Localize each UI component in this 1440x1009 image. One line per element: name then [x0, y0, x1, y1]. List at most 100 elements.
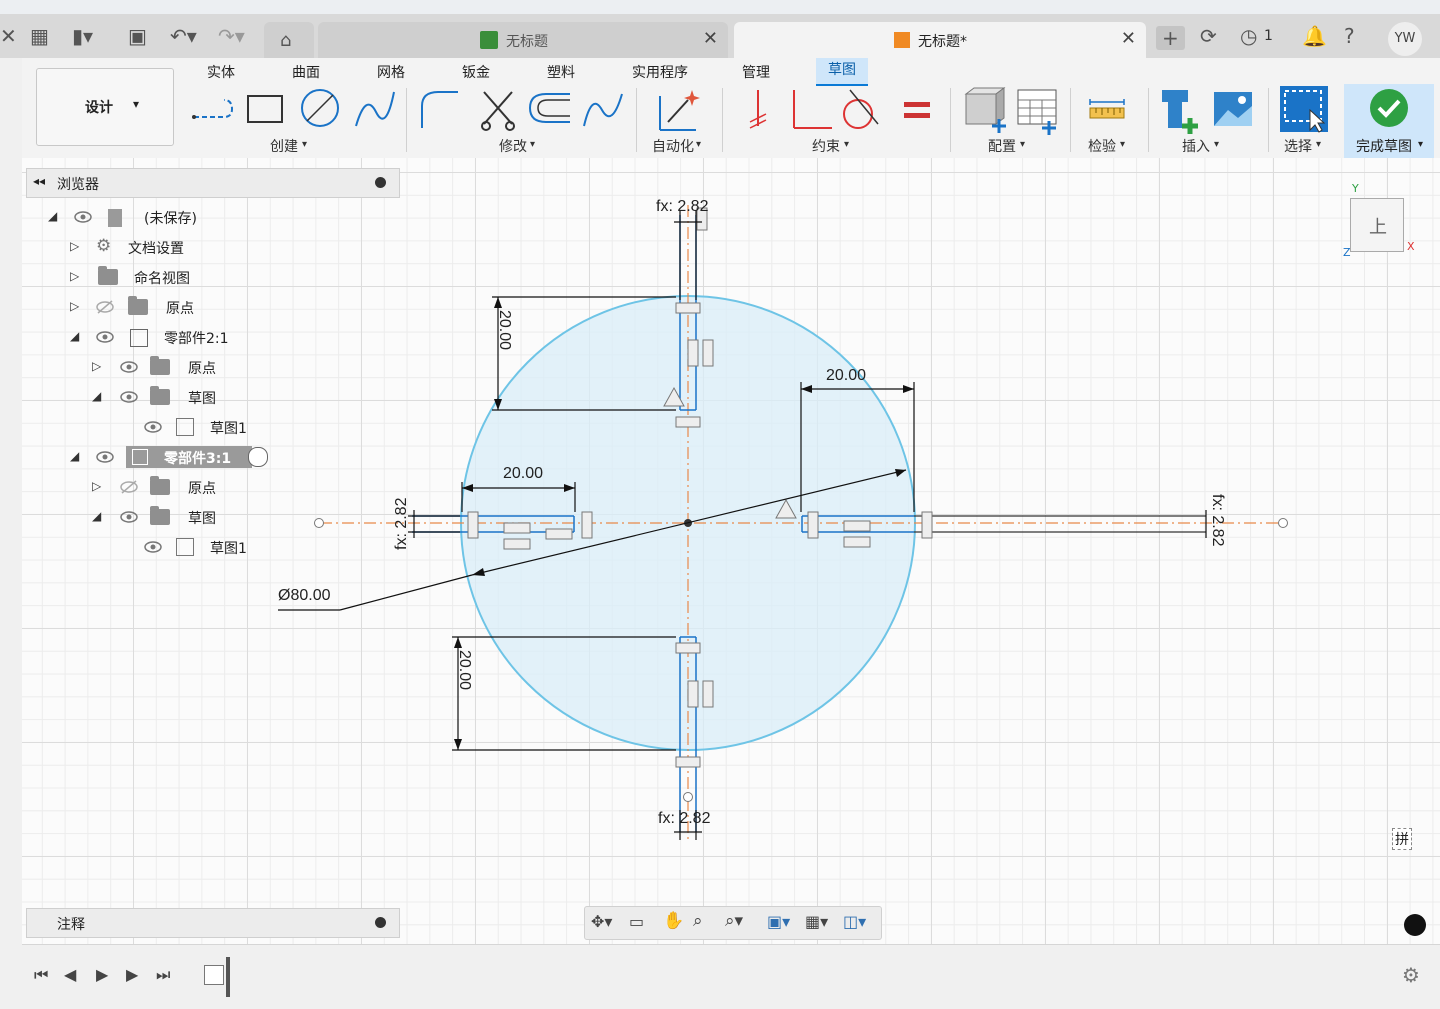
eye-icon[interactable] [96, 328, 114, 346]
look-at-icon[interactable]: ▭ [629, 912, 645, 931]
inspect-group-label[interactable]: 检验 [1088, 139, 1116, 155]
tree-item-component-2[interactable]: ◢ 零部件2:1 [70, 326, 310, 350]
tree-item-component-3[interactable]: ◢ 零部件3:1 [70, 446, 310, 470]
expand-icon[interactable]: ▷ [70, 269, 80, 283]
dimension-text-bottom-fx[interactable]: fx: 2.82 [658, 810, 711, 827]
viewcube[interactable]: 上 [1350, 198, 1404, 252]
eye-icon[interactable] [120, 388, 138, 406]
tab-sheet-metal[interactable]: 钣金 [462, 65, 490, 81]
avatar[interactable]: YW [1388, 22, 1422, 56]
eye-icon[interactable] [144, 418, 162, 436]
help-icon[interactable]: ? [1344, 24, 1355, 48]
dimension-text-diameter[interactable]: Ø80.00 [278, 587, 331, 604]
tree-item-origin[interactable]: ▷ 原点 [92, 356, 292, 380]
notes-panel[interactable]: 注释 [26, 908, 400, 938]
eye-icon[interactable] [74, 208, 92, 226]
eye-icon[interactable] [96, 448, 114, 466]
sketch-canvas[interactable] [22, 158, 1440, 944]
dimension-text-left-length[interactable]: 20.00 [503, 465, 544, 482]
configure-group-label[interactable]: 配置 [988, 139, 1016, 155]
display-settings-icon[interactable]: ▣▾ [767, 912, 791, 931]
tree-item-origin[interactable]: ▷ 原点 [92, 476, 292, 500]
tab-mesh[interactable]: 网格 [377, 65, 405, 81]
collapse-panel-icon[interactable]: ◂◂ [33, 174, 46, 188]
automate-group-label[interactable]: 自动化 [652, 139, 694, 155]
expand-icon[interactable]: ◢ [70, 329, 80, 343]
bell-icon[interactable]: 🔔 [1302, 24, 1327, 48]
close-tab-icon[interactable]: ✕ [702, 28, 718, 49]
redo-icon[interactable]: ↷▾ [218, 24, 245, 48]
expand-icon[interactable]: ◢ [92, 509, 102, 523]
expand-icon[interactable]: ▷ [70, 239, 80, 253]
constraints-group-label[interactable]: 约束 [812, 139, 840, 155]
workspace-switcher[interactable]: 设计 ▾ [36, 68, 174, 146]
expand-icon[interactable]: ▷ [92, 359, 102, 373]
tab-solid[interactable]: 实体 [207, 65, 235, 81]
close-tab-icon[interactable]: ✕ [1120, 28, 1136, 49]
input-method-indicator[interactable]: 拼 [1392, 828, 1412, 850]
viewports-icon[interactable]: ◫▾ [843, 912, 867, 931]
tree-item-sketches[interactable]: ◢ 草图 [92, 506, 292, 530]
step-back-icon[interactable]: ◀ [64, 965, 77, 984]
expand-icon[interactable]: ▷ [70, 299, 80, 313]
apps-grid-icon[interactable]: ▦ [30, 24, 49, 48]
tree-item-sketches[interactable]: ◢ 草图 [92, 386, 292, 410]
tab-surface[interactable]: 曲面 [292, 65, 320, 81]
browser-header[interactable]: ◂◂ 浏览器 [26, 168, 400, 198]
home-tab[interactable]: ⌂ [264, 22, 314, 58]
finish-sketch-button[interactable]: 完成草图 ▾ [1344, 84, 1434, 158]
eye-icon[interactable] [144, 538, 162, 556]
modify-group-label[interactable]: 修改 [499, 139, 527, 155]
active-component-radio[interactable] [248, 447, 268, 467]
app-badge-icon[interactable] [1404, 914, 1426, 936]
select-group-label[interactable]: 选择 [1284, 139, 1312, 155]
expand-icon[interactable]: ◢ [70, 449, 80, 463]
file-icon[interactable]: ▮▾ [72, 24, 94, 48]
panel-options-icon[interactable] [375, 177, 386, 188]
eye-icon[interactable] [120, 508, 138, 526]
sync-icon[interactable]: ⟳ [1200, 24, 1217, 48]
tree-item-origin[interactable]: ▷ 原点 [70, 296, 310, 320]
eye-icon[interactable] [120, 358, 138, 376]
tree-item-sketch1[interactable]: 草图1 [140, 536, 300, 560]
zoom-window-icon[interactable]: ⌕▾ [725, 911, 744, 931]
insert-group-label[interactable]: 插入 [1182, 139, 1210, 155]
go-to-end-icon[interactable]: ⏭ [156, 965, 171, 984]
new-tab-icon[interactable]: + [1156, 26, 1185, 50]
expand-icon[interactable]: ▷ [92, 479, 102, 493]
expand-icon[interactable]: ◢ [48, 209, 58, 223]
tree-item-sketch1[interactable]: 草图1 [140, 416, 300, 440]
tree-item-root[interactable]: ◢ (未保存) [48, 206, 308, 230]
tab-document-2[interactable]: 无标题* ✕ [734, 22, 1146, 58]
zoom-icon[interactable]: ⌕ [693, 911, 703, 931]
orbit-icon[interactable]: ✥▾ [591, 912, 613, 931]
pan-icon[interactable]: ✋ [663, 911, 685, 931]
gear-icon[interactable]: ⚙ [1402, 963, 1420, 987]
expand-icon[interactable]: ◢ [92, 389, 102, 403]
timeline-sketch-icon[interactable] [204, 965, 224, 985]
play-icon[interactable]: ▶ [96, 965, 109, 984]
tab-manage[interactable]: 管理 [742, 65, 770, 81]
tab-sketch[interactable]: 草图 [816, 58, 868, 86]
tab-document-1[interactable]: 无标题 ✕ [318, 22, 728, 58]
jobs-icon[interactable]: ◷ [1240, 24, 1258, 48]
eye-hidden-icon[interactable] [120, 478, 138, 496]
add-note-icon[interactable] [375, 917, 386, 928]
dimension-text-right-length[interactable]: 20.00 [826, 367, 867, 384]
grid-settings-icon[interactable]: ▦▾ [805, 912, 829, 931]
tree-item-document-settings[interactable]: ▷ ⚙ 文档设置 [70, 236, 310, 260]
undo-icon[interactable]: ↶▾ [170, 24, 197, 48]
dimension-text-right-fx[interactable]: fx: 2.82 [1209, 494, 1226, 547]
eye-hidden-icon[interactable] [96, 298, 114, 316]
tree-item-named-views[interactable]: ▷ 命名视图 [70, 266, 310, 290]
timeline-marker[interactable] [226, 957, 230, 997]
dimension-text-top-fx[interactable]: fx: 2.82 [656, 198, 709, 215]
go-to-start-icon[interactable]: ⏮ [34, 965, 49, 984]
tab-plastic[interactable]: 塑料 [547, 65, 575, 81]
create-group-label[interactable]: 创建 [270, 139, 298, 155]
tangent-constraint-icon [843, 89, 879, 129]
tab-utilities[interactable]: 实用程序 [632, 65, 688, 81]
step-forward-icon[interactable]: ▶ [126, 965, 139, 984]
close-icon[interactable]: ✕ [0, 24, 17, 48]
save-icon[interactable]: ▣ [128, 24, 147, 48]
